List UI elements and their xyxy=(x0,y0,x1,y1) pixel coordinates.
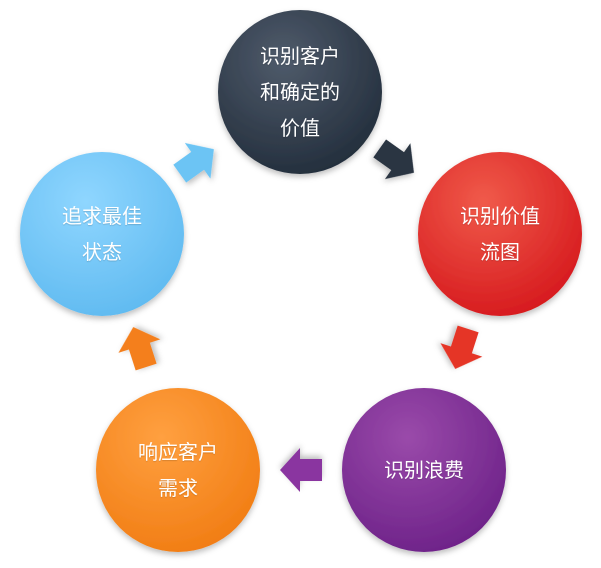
node-circle-value-stream xyxy=(418,152,582,316)
cycle-arrow-icon-3 xyxy=(280,448,322,492)
node-circle-respond-demand xyxy=(96,388,260,552)
node-layer xyxy=(20,10,582,552)
node-circle-pursue-best xyxy=(20,152,184,316)
cycle-arrow-icon-1 xyxy=(373,139,414,180)
arrow-layer xyxy=(118,139,483,492)
cycle-arrow-icon-4 xyxy=(118,327,161,371)
cycle-arrow-icon-2 xyxy=(440,325,483,369)
node-circle-identify-waste xyxy=(342,388,506,552)
node-circle-identify-customer xyxy=(218,10,382,174)
cycle-arrow-icon-5 xyxy=(173,142,214,183)
